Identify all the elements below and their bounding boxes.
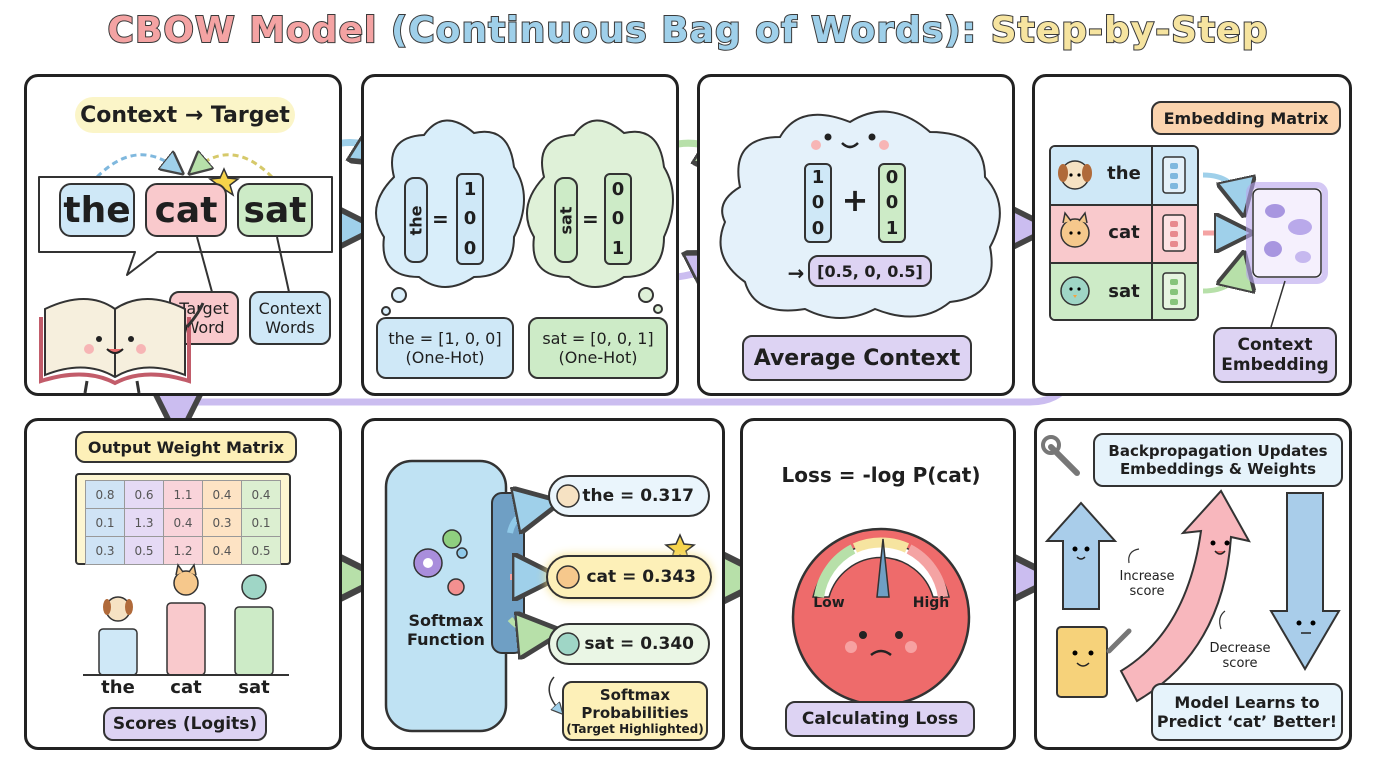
embedding-divider [1151, 147, 1153, 319]
increase-score-label: Increase score [1119, 569, 1175, 599]
panel-embedding: Embedding Matrix the cat sat Context Emb… [1032, 74, 1352, 396]
word-cat: cat [145, 183, 227, 237]
avg-a-2: 0 [811, 217, 825, 239]
panel-context-target: Context → Target the cat sat Target Word… [24, 74, 342, 396]
context-embedding-label: Context Embedding [1213, 327, 1337, 383]
softmax-note-sub: (Target Highlighted) [566, 722, 704, 736]
context-target-heading: Context → Target [75, 97, 295, 133]
one-hot-the-vector: 1 0 0 [456, 173, 484, 265]
the-vec-1: 0 [463, 208, 477, 230]
target-word-label: Target Word [169, 291, 239, 345]
weight-matrix-cell: 0.1 [85, 508, 125, 537]
the-vec-0: 1 [463, 179, 477, 201]
book-mascot-icon [39, 298, 205, 394]
sat-onehot-text: sat = [0, 0, 1] [542, 329, 654, 348]
weight-matrix-cell: 0.4 [202, 536, 242, 565]
embedding-graphics [1058, 156, 1328, 328]
panel-loss: Loss = -log P(cat) Low High Calculating … [740, 418, 1016, 750]
decrease-score-label: Decrease score [1209, 641, 1271, 671]
softmax-function-label: Softmax Function [407, 611, 485, 649]
avg-a-0: 1 [811, 167, 825, 189]
the-onehot-text: the = [1, 0, 0] [388, 329, 502, 348]
loss-gauge-icon [791, 527, 971, 707]
weight-matrix-cell: 0.4 [241, 480, 281, 509]
logit-bars-chart [83, 563, 289, 676]
softmax-note: Softmax Probabilities (Target Highlighte… [562, 681, 708, 741]
weight-matrix-cell: 0.4 [163, 508, 203, 537]
weight-matrix-cell: 0.5 [241, 536, 281, 565]
one-hot-sat-label: sat = [0, 0, 1](One-Hot) [528, 317, 668, 379]
weight-matrix-cell: 1.2 [163, 536, 203, 565]
prob-cat-text: cat = 0.343 [586, 567, 696, 587]
weight-matrix-cell: 0.3 [85, 536, 125, 565]
word-the: the [59, 183, 135, 237]
embedding-label-sat: sat [1108, 281, 1140, 302]
one-hot-sat-equals: = [582, 207, 599, 231]
one-hot-the-word: the [404, 177, 428, 263]
scores-logits-label: Scores (Logits) [103, 707, 267, 741]
weight-matrix-cell: 0.5 [124, 536, 164, 565]
bar-label-the: the [101, 677, 135, 698]
softmax-note-title: Softmax Probabilities [581, 686, 689, 722]
bar-label-sat: sat [238, 677, 270, 698]
weight-matrix-cell: 0.4 [202, 480, 242, 509]
prob-the-text: the = 0.317 [582, 486, 694, 506]
prob-animal-icons [556, 484, 580, 656]
context-words-label: Context Words [249, 291, 331, 345]
avg-vector-b: 0 0 1 [878, 163, 906, 243]
one-hot-the-equals: = [432, 207, 449, 231]
gauge-high-label: High [912, 595, 950, 611]
the-vec-2: 0 [463, 237, 477, 259]
one-hot-sat-word-text: sat [556, 206, 576, 234]
weight-matrix-cell: 0.6 [124, 480, 164, 509]
page-title: CBOW Model (Continuous Bag of Words): St… [0, 9, 1376, 52]
title-part-3: Step-by-Step [990, 9, 1269, 52]
word-sat: sat [237, 183, 313, 237]
avg-result: [0.5, 0, 0.5] [808, 255, 932, 287]
loss-formula: Loss = -log P(cat) [781, 463, 981, 487]
one-hot-sat-vector: 0 0 1 [604, 173, 632, 265]
avg-plus: + [841, 181, 869, 219]
embedding-label-cat: cat [1108, 222, 1140, 243]
one-hot-sat-word: sat [554, 177, 578, 263]
weight-matrix-cell: 1.1 [163, 480, 203, 509]
avg-a-1: 0 [811, 192, 825, 214]
model-learns-label: Model Learns to Predict ‘cat’ Better! [1151, 683, 1343, 741]
average-context-label: Average Context [742, 335, 972, 381]
softmax-machine-icon [384, 459, 696, 733]
panel-backprop: Backpropagation Updates Embeddings & Wei… [1034, 418, 1352, 750]
bar-label-cat: cat [170, 677, 202, 698]
sat-vec-2: 1 [611, 237, 625, 259]
sat-vec-1: 0 [611, 208, 625, 230]
title-part-2: (Continuous Bag of Words): [390, 9, 991, 52]
avg-vector-a: 1 0 0 [804, 163, 832, 243]
avg-b-1: 0 [885, 192, 899, 214]
one-hot-the-label: the = [1, 0, 0](One-Hot) [376, 317, 514, 379]
title-part-1: CBOW Model [107, 9, 391, 52]
gauge-low-label: Low [813, 595, 845, 611]
calculating-loss-label: Calculating Loss [785, 701, 975, 737]
avg-b-0: 0 [885, 167, 899, 189]
embedding-label-the: the [1107, 163, 1141, 184]
embedding-matrix-heading: Embedding Matrix [1151, 101, 1341, 135]
one-hot-the-word-text: the [406, 205, 426, 235]
output-weight-heading: Output Weight Matrix [75, 431, 297, 463]
weight-matrix-cell: 0.3 [202, 508, 242, 537]
backprop-heading: Backpropagation Updates Embeddings & Wei… [1093, 433, 1343, 487]
prob-sat-text: sat = 0.340 [584, 634, 694, 654]
avg-b-2: 1 [885, 217, 899, 239]
avg-arrow: → [787, 261, 805, 285]
sat-onehot-sub: (One-Hot) [558, 348, 638, 367]
the-onehot-sub: (One-Hot) [405, 348, 485, 367]
backprop-graphics [1041, 435, 1341, 703]
panel-softmax: Softmax Function the = 0.317 cat = 0.343… [361, 418, 725, 750]
sat-vec-0: 0 [611, 179, 625, 201]
panel-average-context: 1 0 0 + 0 0 1 → [0.5, 0, 0.5] Average Contex… [697, 74, 1015, 396]
